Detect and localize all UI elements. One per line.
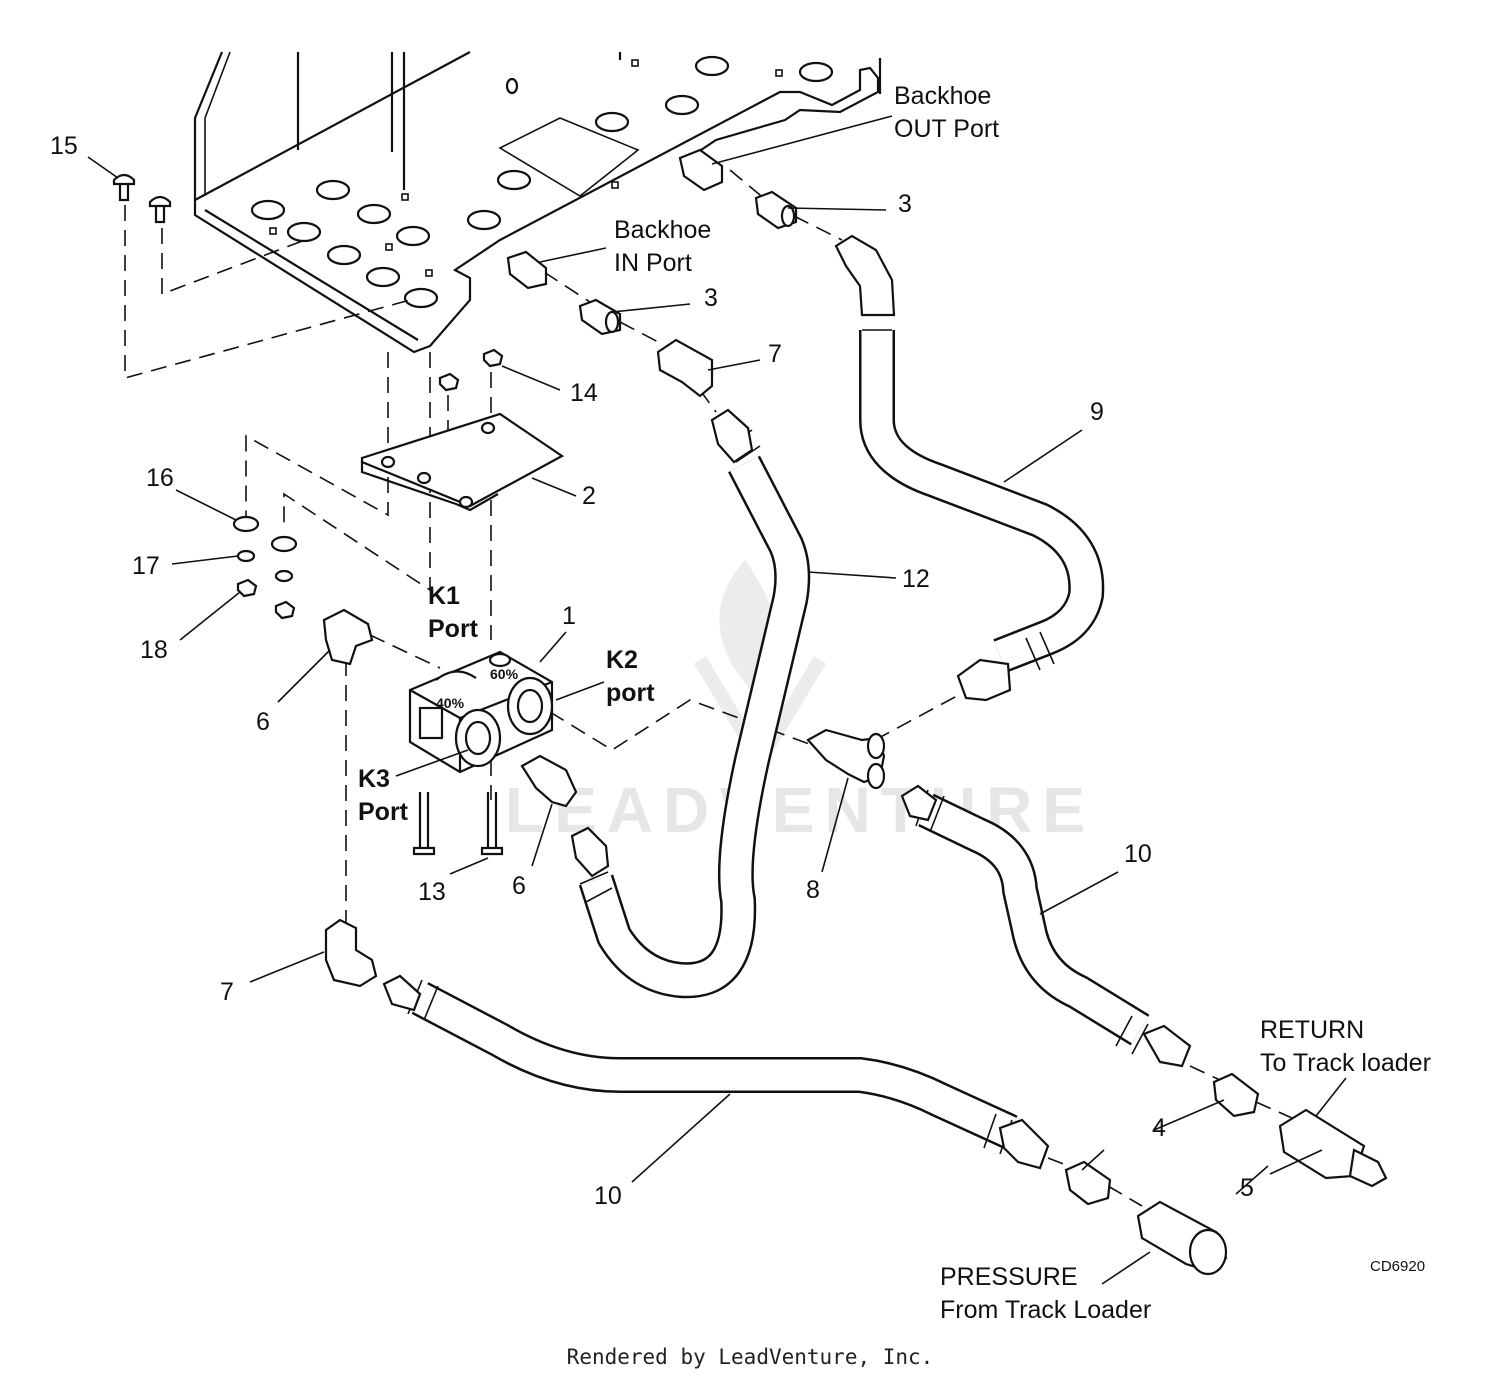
backhoe-out-fitting (678, 148, 724, 192)
elbow-7-lower (324, 918, 378, 988)
hoses (407, 314, 1150, 1155)
flow-divider-valve-1: 60% 40% (408, 650, 554, 774)
label-return-line1: RETURN (1260, 1016, 1364, 1044)
elbow-6-lower (520, 754, 578, 808)
elbow-7-upper (656, 338, 714, 398)
fitting-3-upper (754, 190, 798, 230)
label-k3-line1: K3 (358, 765, 390, 793)
callout-16: 16 (146, 464, 174, 492)
label-k1-line2: Port (428, 615, 479, 643)
fittings (322, 148, 1388, 1276)
label-k1-line1: K1 (428, 582, 460, 610)
callout-18: 18 (140, 636, 168, 664)
hose-9-elbow (834, 234, 896, 317)
port-labels: Backhoe OUT Port Backhoe IN Port K1 Port… (358, 82, 1431, 1324)
plate-holes (250, 55, 834, 309)
leader-lines (87, 115, 1347, 1285)
return-coupler (1278, 1108, 1388, 1188)
callout-7-lower: 7 (220, 978, 234, 1006)
drawing-code: CD6920 (1370, 1258, 1425, 1275)
hose-10-bottom-fittings (382, 974, 1050, 1170)
tee-fitting-8 (806, 728, 886, 790)
fitting-4-lower (1064, 1160, 1112, 1206)
callout-13: 13 (418, 878, 446, 906)
hose-9-lower-fitting (956, 658, 1012, 702)
callout-10-bottom: 10 (594, 1182, 622, 1210)
label-k2-line2: port (606, 679, 655, 707)
label-k2-line1: K2 (606, 646, 638, 674)
callout-4: 4 (1152, 1114, 1166, 1142)
pressure-coupler (1136, 1200, 1228, 1276)
backhoe-in-fitting (506, 250, 548, 290)
bracket-2 (360, 412, 565, 512)
callout-12: 12 (902, 565, 930, 593)
fitting-3-lower (578, 298, 622, 336)
footer-credit: Rendered by LeadVenture, Inc. (566, 1345, 934, 1369)
label-pressure-line1: PRESSURE (940, 1263, 1078, 1291)
elbow-6-upper (322, 608, 374, 666)
callout-6-upper: 6 (256, 708, 270, 736)
label-backhoe-out-line2: OUT Port (894, 115, 999, 143)
callout-3-upper: 3 (898, 190, 912, 218)
callout-7-upper: 7 (768, 340, 782, 368)
callout-3-lower: 3 (704, 284, 718, 312)
callout-8: 8 (806, 876, 820, 904)
label-pressure-line2: From Track Loader (940, 1296, 1151, 1324)
callout-numbers: 15 3 3 7 14 9 16 2 17 12 18 1 6 6 13 8 1… (50, 132, 1254, 1210)
hose-12-bottom-fitting (570, 826, 610, 878)
label-60-percent: 60% (490, 666, 519, 682)
callout-5: 5 (1240, 1174, 1254, 1202)
label-40-percent: 40% (436, 695, 465, 711)
label-backhoe-out-line1: Backhoe (894, 82, 991, 110)
callout-6-lower: 6 (512, 872, 526, 900)
callout-17: 17 (132, 552, 160, 580)
hardware (112, 173, 504, 856)
fitting-4-upper (1212, 1072, 1260, 1118)
label-k3-line2: Port (358, 798, 409, 826)
callout-1: 1 (562, 602, 576, 630)
callout-2: 2 (582, 482, 596, 510)
callout-15: 15 (50, 132, 78, 160)
hose-12-top-fitting (710, 408, 754, 464)
label-backhoe-in-line2: IN Port (614, 249, 692, 277)
hose-10-right-fittings (900, 784, 1192, 1068)
callout-14: 14 (570, 379, 598, 407)
callout-9: 9 (1090, 398, 1104, 426)
label-return-line2: To Track loader (1260, 1049, 1431, 1077)
callout-10-right: 10 (1124, 840, 1152, 868)
label-backhoe-in-line1: Backhoe (614, 216, 711, 244)
assembly-lines (124, 169, 1293, 1207)
mounting-plate (193, 51, 882, 354)
